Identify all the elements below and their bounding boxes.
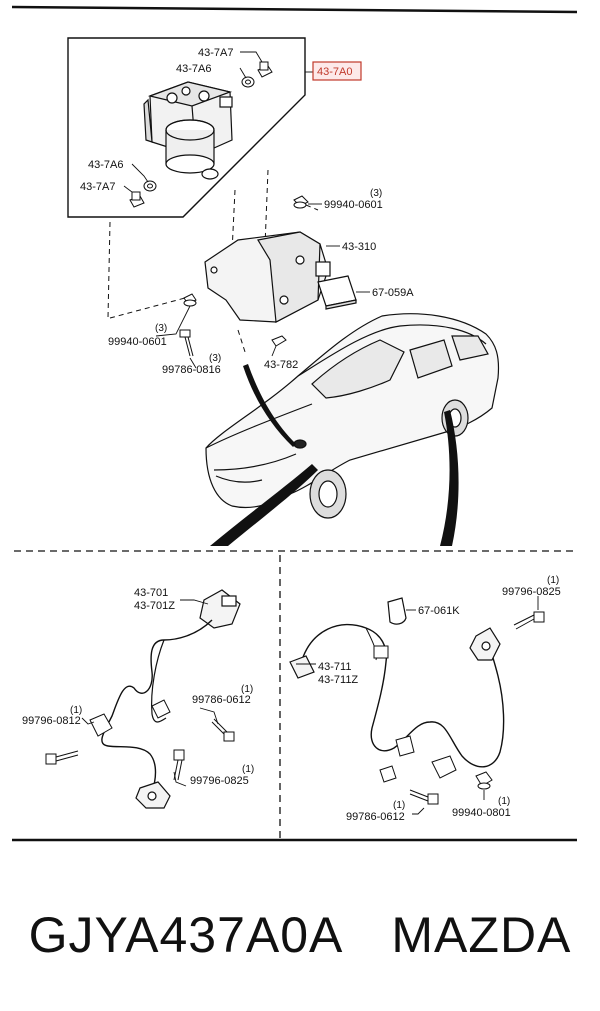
front-sensor-connector-icon	[199, 589, 241, 629]
parts-diagram: 43-7A7 43-7A6 43-7A0 43-7A6 43-7A7	[11, 5, 578, 842]
bolt-99796-0825-rear-icon	[513, 611, 545, 630]
abs-unit-group: 43-7A7 43-7A6 43-7A0 43-7A6 43-7A7	[67, 37, 414, 376]
rear-sensor-leaders	[296, 596, 539, 815]
label-front-bolt-c: 99796-0825	[190, 775, 249, 787]
label-rear-bolt-top: 99796-0825	[502, 586, 561, 598]
bolt-99786-0612-front-icon	[211, 718, 235, 742]
front-sensor-clip-icon	[89, 699, 171, 737]
abs-unit-callout-box	[67, 37, 306, 218]
vehicle-wagon-illustration	[205, 313, 500, 519]
label-nut-lower-qty: (3)	[155, 323, 167, 334]
pad-67-061k-icon	[387, 597, 407, 625]
vehicle-pointer-arrows	[210, 364, 459, 546]
nut-43-7a7-left-icon	[129, 191, 145, 208]
label-assembly-43-7a0: 43-7A0	[317, 66, 352, 78]
abs-bracket-leaders	[155, 203, 370, 369]
rear-sensor-bracket-icon	[379, 755, 457, 783]
part-caption: GJYA437A0A MAZDA	[0, 880, 600, 990]
rear-sensor-group: (1) 99796-0825 67-061K 43-711 43-711Z (1…	[289, 575, 561, 823]
frame-top-line	[11, 5, 578, 14]
front-sensor-leaders	[81, 599, 219, 787]
label-rear-sensor-alt: 43-711Z	[318, 674, 358, 686]
label-front-sensor-alt: 43-701Z	[134, 600, 175, 612]
label-nut-top: 43-7A7	[198, 47, 233, 59]
label-front-bolt-b: 99796-0812	[22, 715, 81, 727]
rear-sensor-cable	[301, 623, 505, 768]
label-rear-bolt-bottom: 99786-0612	[346, 811, 405, 823]
seal-43-7a6-top-icon	[241, 76, 255, 88]
abs-hydraulic-unit-icon	[143, 81, 233, 180]
bracket-43-310-icon	[204, 231, 331, 323]
bolt-99786-0816-icon	[179, 329, 194, 357]
front-sensor-cable	[101, 619, 213, 793]
label-seal-left: 43-7A6	[88, 159, 123, 171]
nut-99940-0601-right-icon	[293, 195, 309, 209]
front-sensor-head-icon	[135, 781, 171, 809]
bolt-99796-0812-front-icon	[45, 750, 79, 765]
label-front-bolt-a-qty: (1)	[241, 684, 253, 695]
abs-box-leaders	[123, 51, 313, 193]
label-rear-nut-bottom-qty: (1)	[498, 796, 510, 807]
brand-name: MAZDA	[391, 907, 572, 963]
bolt-99786-0612-rear-icon	[409, 789, 439, 805]
label-rear-nut-bottom: 99940-0801	[452, 807, 511, 819]
label-front-bolt-a: 99786-0612	[192, 694, 251, 706]
front-sensor-group: 43-701 43-701Z (1) 99786-0612 (1) 99796-…	[22, 587, 254, 809]
label-clip: 43-782	[264, 359, 298, 371]
nut-99940-0801-rear-icon	[475, 771, 493, 790]
label-front-bolt-c-qty: (1)	[242, 764, 254, 775]
label-seal-top: 43-7A6	[176, 63, 211, 75]
nut-43-7a7-top-icon	[257, 61, 273, 78]
label-front-bolt-b-qty: (1)	[70, 705, 82, 716]
label-rear-sensor: 43-711	[318, 661, 351, 673]
label-rear-bolt-top-qty: (1)	[547, 575, 559, 586]
rear-sensor-grommet-icon	[373, 645, 415, 757]
label-nut-lower: 99940-0601	[108, 336, 167, 348]
label-bracket: 43-310	[342, 241, 376, 253]
part-number: GJYA437A0A	[28, 907, 344, 963]
label-nut-left: 43-7A7	[80, 181, 115, 193]
pad-67-059a-icon	[317, 275, 357, 310]
label-rear-bolt-bottom-qty: (1)	[393, 800, 405, 811]
nut-99940-0601-lower-icon	[183, 293, 197, 307]
label-rear-pad: 67-061K	[418, 605, 460, 617]
highlight-box-assembly	[312, 61, 362, 81]
seal-43-7a6-left-icon	[143, 180, 157, 192]
label-front-sensor: 43-701	[134, 587, 168, 599]
rear-sensor-head-icon	[469, 627, 501, 661]
rear-sensor-connector-icon	[289, 655, 315, 679]
label-nut-right-qty: (3)	[370, 188, 382, 199]
clip-43-782-icon	[271, 335, 287, 347]
label-bolt-qty: (3)	[209, 353, 221, 364]
label-pad: 67-059A	[372, 287, 414, 299]
abs-dashed-connectors	[107, 169, 319, 356]
bolt-99796-0825-front-icon	[173, 749, 185, 781]
label-nut-right: 99940-0601	[324, 199, 383, 211]
label-bolt: 99786-0816	[162, 364, 221, 376]
